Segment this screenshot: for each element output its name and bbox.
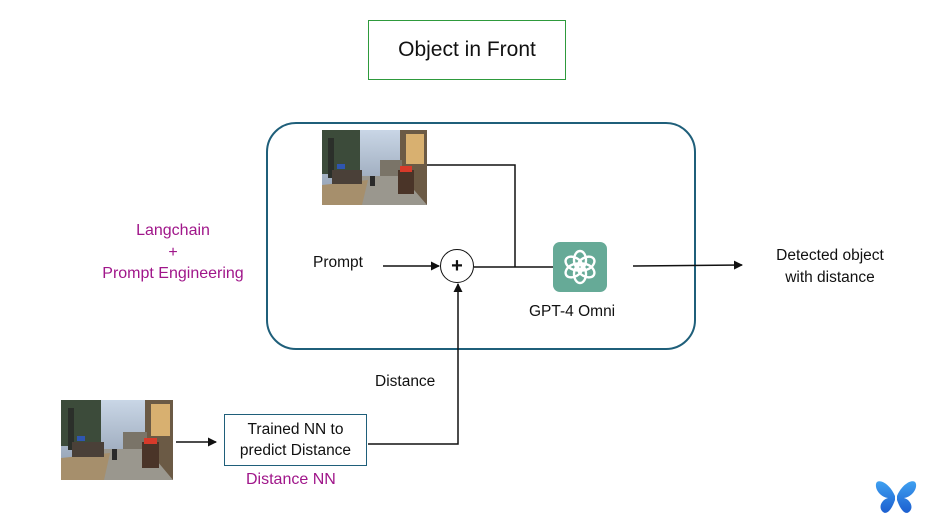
- street-photo-top: [322, 130, 427, 205]
- nn-box-line-1: Trained NN to: [247, 421, 344, 438]
- framework-note: Langchain + Prompt Engineering: [80, 220, 266, 285]
- note-line-plus: +: [168, 243, 178, 261]
- plus-node: +: [440, 249, 474, 283]
- distance-nn-caption: Distance NN: [246, 471, 336, 488]
- output-label: Detected object with distance: [760, 245, 900, 289]
- butterfly-logo-icon: [875, 481, 917, 513]
- image-to-model-line: [427, 164, 516, 267]
- street-photo-bottom: [61, 400, 173, 480]
- distance-label: Distance: [375, 373, 436, 390]
- note-line-prompt-engineering: Prompt Engineering: [102, 265, 244, 282]
- prompt-label: Prompt: [313, 254, 363, 271]
- nn-box-line-2: predict Distance: [239, 442, 352, 459]
- output-line-2: with distance: [785, 269, 875, 286]
- note-line-langchain: Langchain: [136, 222, 210, 239]
- output-arrow: [632, 260, 743, 270]
- distance-line: [368, 283, 463, 445]
- llm-container: [266, 122, 696, 350]
- openai-logo-icon: [553, 242, 607, 292]
- distance-nn-box: Trained NN to predict Distance: [224, 414, 367, 466]
- diagram-title: Object in Front: [368, 20, 566, 80]
- openai-knot-glyph: [564, 249, 596, 285]
- model-label: GPT-4 Omni: [529, 303, 616, 320]
- output-line-1: Detected object: [776, 247, 884, 264]
